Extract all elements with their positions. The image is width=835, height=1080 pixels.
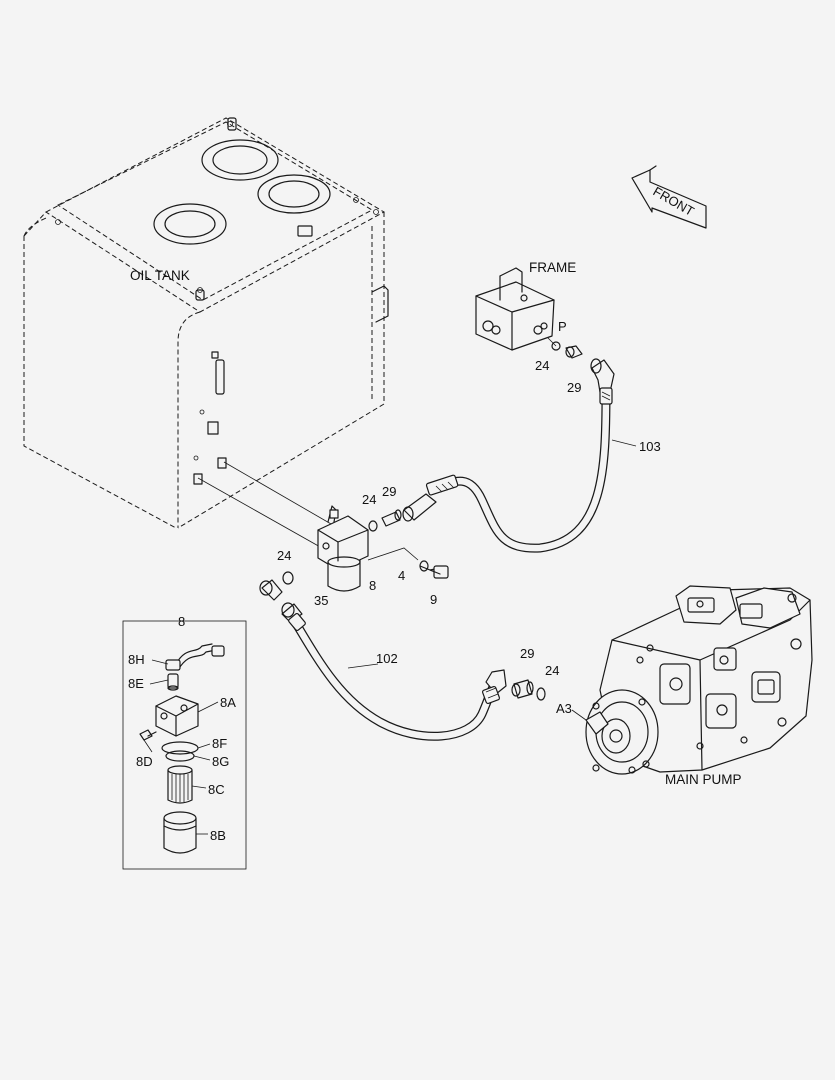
- o-ring-24-pump: [536, 687, 546, 701]
- detail-label-8f: 8F: [212, 736, 227, 751]
- main-pump-label: MAIN PUMP: [665, 772, 742, 787]
- detail-label-8c: 8C: [208, 782, 225, 797]
- o-ring-24-left: [282, 571, 294, 585]
- callout-35: 35: [314, 593, 328, 608]
- oil-tank: [23, 117, 389, 529]
- port-p-label: P: [558, 319, 567, 334]
- line-filter-8: [317, 505, 369, 592]
- detail-label-8e: 8E: [128, 676, 144, 691]
- bolt-9: [419, 565, 449, 579]
- main-pump: [585, 585, 813, 775]
- callout-103: 103: [639, 439, 661, 454]
- detail-8h-harness: [165, 643, 225, 671]
- port-a3-label: A3: [556, 701, 572, 716]
- hose-102: [281, 602, 507, 741]
- detail-title: 8: [178, 614, 185, 629]
- hose-103: [402, 358, 615, 553]
- callout-4: 4: [398, 568, 405, 583]
- detail-8e-sensor: [167, 673, 179, 691]
- detail-8a-head: [155, 695, 199, 737]
- detail-8g-ring: [165, 750, 195, 762]
- frame-block: [475, 267, 555, 351]
- detail-8d-screw: [139, 729, 157, 741]
- frame-label: FRAME: [529, 260, 576, 275]
- detail-8f-ring: [161, 741, 199, 755]
- callout-29-filter: 29: [382, 484, 396, 499]
- detail-8c-element: [167, 765, 193, 804]
- callout-8: 8: [369, 578, 376, 593]
- elbow-35: [259, 579, 283, 601]
- o-ring-24-filter: [368, 520, 378, 532]
- adapter-29-filter: [381, 509, 402, 527]
- front-arrow: FRONT: [631, 165, 707, 229]
- callout-9: 9: [430, 592, 437, 607]
- callout-24-left: 24: [277, 548, 291, 563]
- adapter-29-frame: [565, 345, 583, 359]
- detail-label-8b: 8B: [210, 828, 226, 843]
- o-ring-24-frame: [551, 341, 561, 351]
- callout-29-pump: 29: [520, 646, 534, 661]
- detail-label-8h: 8H: [128, 652, 145, 667]
- callout-24-pump: 24: [545, 663, 559, 678]
- detail-8b-bowl: [163, 811, 197, 854]
- detail-label-8a: 8A: [220, 695, 236, 710]
- callout-29-frame: 29: [567, 380, 581, 395]
- callout-102: 102: [376, 651, 398, 666]
- detail-label-8g: 8G: [212, 754, 229, 769]
- adapter-29-pump: [511, 679, 534, 699]
- detail-label-8d: 8D: [136, 754, 153, 769]
- oil-tank-label: OIL TANK: [130, 268, 190, 283]
- callout-24-filter: 24: [362, 492, 376, 507]
- detail-box-8: [122, 620, 247, 870]
- callout-24-frame: 24: [535, 358, 549, 373]
